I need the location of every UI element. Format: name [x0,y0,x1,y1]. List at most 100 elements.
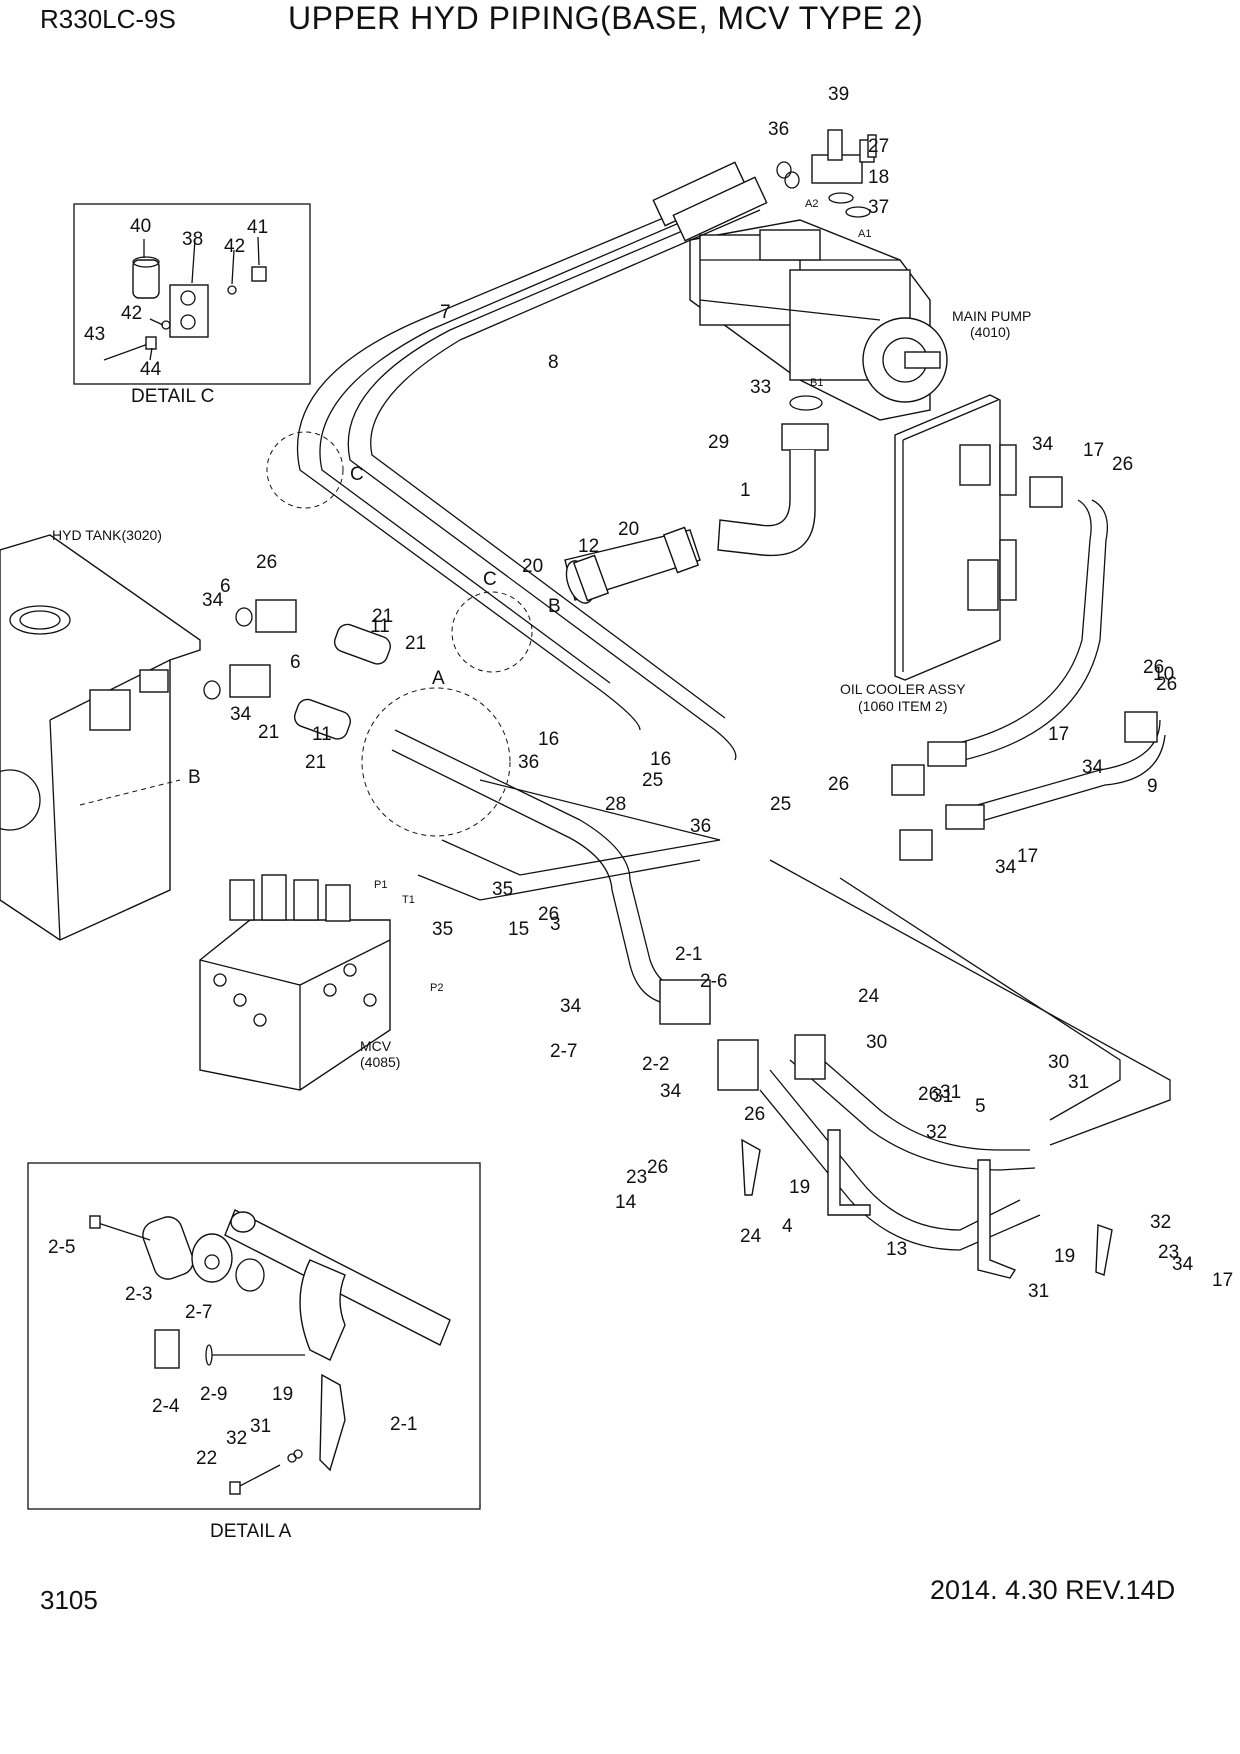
callout: 8 [548,352,559,373]
callout: 9 [1147,776,1158,797]
callout: 12 [578,536,599,557]
tank-flange [229,664,271,698]
main-pump-label: MAIN PUMP [952,308,1031,324]
callout: 26 [1143,657,1164,678]
main-pump [689,129,948,421]
callout: 40 [130,216,151,237]
callout: 7 [440,302,451,323]
model-code: R330LC-9S [40,4,176,34]
port-b1: B1 [810,377,823,389]
callout: 26 [1156,674,1177,695]
callout: 1 [740,480,751,501]
marker-b: B [548,596,561,617]
callout: 34 [1172,1254,1194,1275]
callout: 42 [121,303,142,324]
tube-11 [293,698,351,740]
callout: 17 [1212,1270,1233,1291]
callout: 36 [518,752,539,773]
detail-a-label: DETAIL A [210,1521,292,1542]
callout: 26 [538,904,559,925]
mcv-label: MCV [360,1038,392,1054]
callout: 27 [868,136,889,157]
callout: 21 [372,606,393,627]
callout: 10 [1153,664,1174,685]
callout: 31 [932,1086,953,1107]
callout: 34 [230,704,252,725]
o-ring [776,161,792,179]
o-ring [784,171,800,189]
callout: 36 [690,816,711,837]
hyd-tank-label: HYD TANK(3020) [52,527,162,543]
clamp-block [169,284,209,338]
page-title: UPPER HYD PIPING(BASE, MCV TYPE 2) [288,0,924,36]
callout: 17 [1048,724,1069,745]
callout: 23 [1158,1242,1179,1263]
callout: 20 [618,519,639,540]
tube-11 [333,623,391,665]
split-flange [1124,711,1158,743]
callout: 26 [744,1104,765,1125]
detail-c-marker-circle [451,591,533,673]
o-ring [235,1258,265,1292]
callout: 16 [650,749,671,770]
plug-part [154,1329,180,1369]
callout: 31 [250,1416,271,1437]
callout: 34 [1082,757,1104,778]
callout: 2-5 [48,1237,75,1258]
split-flange [899,829,933,861]
split-flange [891,764,925,796]
marker-c: C [483,569,497,590]
callout: 5 [975,1096,986,1117]
callout: 30 [1048,1052,1069,1073]
callout: 21 [258,722,279,743]
mcv-number: (4085) [360,1054,400,1070]
oil-cooler-number: (1060 ITEM 2) [858,698,947,714]
detail-c-box: 40 38 42 41 42 43 44 DETAIL C [73,203,311,407]
nut-part [251,266,267,282]
callout: 26 [918,1084,939,1105]
callout: 2-7 [550,1041,577,1062]
callout: 37 [868,197,889,218]
suction-pipe [564,423,829,604]
callout: 17 [1083,440,1104,461]
callout: 30 [866,1032,887,1053]
bolt-head [145,336,157,350]
callout: 35 [432,919,453,940]
callout: 6 [290,652,301,673]
hyd-tank [0,534,201,941]
o-ring [828,192,854,204]
callout: 11 [370,616,390,637]
callout: 34 [560,996,582,1017]
detail-c-label: DETAIL C [131,386,214,407]
callout: 42 [224,236,245,257]
callout: 2-9 [200,1384,227,1405]
o-ring [845,206,871,218]
callout: 26 [647,1157,668,1178]
o-ring [205,1344,213,1366]
callout: 16 [538,729,559,750]
callout: 36 [768,119,789,140]
bracket-19 [1095,1224,1113,1276]
callout: 2-3 [125,1284,152,1305]
callout: 18 [868,167,889,188]
callout: 2-4 [152,1396,180,1417]
revision-date: 2014. 4.30 REV.14D [930,1575,1176,1605]
port-t1: T1 [402,894,415,906]
callout: 2-7 [185,1302,212,1323]
mcv-valve [199,874,391,1091]
callout: 4 [782,1216,793,1237]
split-flange [1029,476,1063,508]
callout: 41 [247,217,268,238]
callout: 26 [828,774,849,795]
callout: 2-6 [700,971,727,992]
main-pipes [391,729,1041,1251]
callout: 6 [220,576,231,597]
callout: 23 [626,1167,647,1188]
callout: 34 [1032,434,1054,455]
callout: 31 [1068,1072,1089,1093]
callout: 11 [312,724,332,745]
callout: 32 [926,1122,947,1143]
port-p2: P2 [430,982,443,994]
detail-a-box: 2-5 2-3 2-7 2-4 2-9 19 31 32 22 2-1 [27,1162,481,1510]
